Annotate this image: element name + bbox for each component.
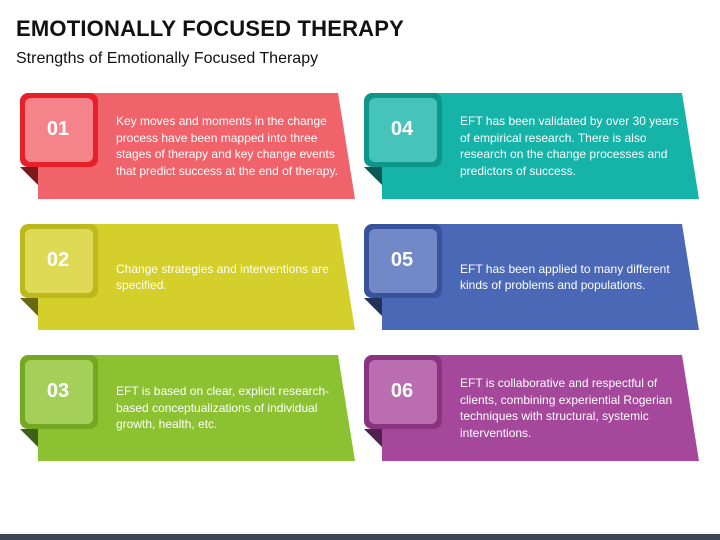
card-number: 06 <box>390 379 414 402</box>
card-shape <box>20 355 355 461</box>
card-text: EFT has been validated by over 30 years … <box>460 114 679 178</box>
bottom-bar <box>0 534 720 540</box>
card-text: Change strategies and interventions are … <box>116 261 329 293</box>
strength-card-06: 06 EFT is collaborative and respectful o… <box>362 355 702 461</box>
strength-card-03: 03 EFT is based on clear, explicit resea… <box>18 355 358 461</box>
card-text: EFT has been applied to many different k… <box>460 261 670 293</box>
card-text: EFT is based on clear, explicit research… <box>116 384 330 432</box>
card-shape <box>364 224 699 330</box>
card-number: 01 <box>46 117 70 140</box>
card-shape <box>20 93 355 199</box>
card-text: Key moves and moments in the change proc… <box>116 114 338 178</box>
strength-card-05: 05 EFT has been applied to many differen… <box>362 224 702 330</box>
card-number: 03 <box>46 379 70 402</box>
strength-card-04: 04 EFT has been validated by over 30 yea… <box>362 93 702 199</box>
card-number: 05 <box>390 248 414 271</box>
card-shape <box>20 224 355 330</box>
strength-card-01: 01 Key moves and moments in the change p… <box>18 93 358 199</box>
card-shape <box>364 93 699 199</box>
card-number: 02 <box>46 248 70 271</box>
page-title: EMOTIONALLY FOCUSED THERAPY <box>16 16 404 41</box>
card-text: EFT is collaborative and respectful of c… <box>460 376 673 440</box>
page-subtitle: Strengths of Emotionally Focused Therapy <box>16 50 319 67</box>
card-number: 04 <box>390 117 414 140</box>
strength-card-02: 02 Change strategies and interventions a… <box>18 224 358 330</box>
card-shape <box>364 355 699 461</box>
